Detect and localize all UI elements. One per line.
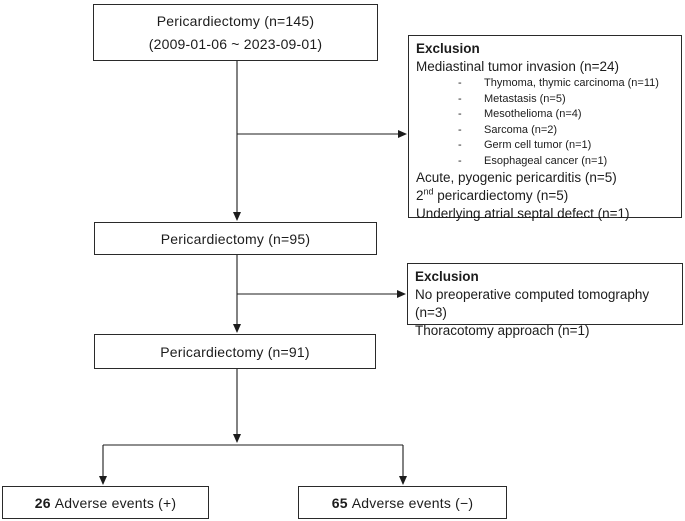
ordinal-base: 2 (416, 188, 424, 203)
box-exclusion-2: Exclusion No preoperative computed tomog… (407, 263, 683, 338)
dash-bullet: - (458, 77, 462, 89)
dash-bullet: - (458, 92, 462, 105)
adverse-positive-count: 26 (34, 494, 51, 511)
adverse-negative-count: 65 (331, 494, 348, 511)
exclusion-1-pericarditis: Acute, pyogenic pericarditis (n=5) (416, 170, 617, 185)
box-pericardiectomy-145: Pericardiectomy (n=145) (2009-01-06 ~ 20… (93, 4, 378, 61)
exclusion-1-subitem-esophageal: - Esophageal cancer (n=1) (416, 154, 675, 170)
exclusion-1-atrial-septal: Underlying atrial septal defect (n=1) (416, 206, 630, 221)
exclusion-1-subitem-germ-cell: - Germ cell tumor (n=1) (416, 138, 675, 154)
exclusion-1-title: Exclusion (416, 41, 480, 56)
box-pericardiectomy-91: Pericardiectomy (n=91) (94, 334, 376, 369)
exclusion-1-subitem-mesothelioma: - Mesothelioma (n=4) (416, 107, 675, 123)
cohort-145-label: Pericardiectomy (n=145) (156, 12, 315, 29)
adverse-negative-text: Adverse events (−) (351, 494, 474, 511)
box-exclusion-1: Exclusion Mediastinal tumor invasion (n=… (408, 35, 682, 221)
exclusion-2-thoracotomy: Thoracotomy approach (n=1) (415, 323, 590, 338)
subitem-label: Mesothelioma (n=4) (484, 108, 582, 120)
cohort-145-date-range: (2009-01-06 ~ 2023-09-01) (148, 36, 323, 53)
exclusion-1-subitem-metastasis: - Metastasis (n=5) (416, 92, 675, 108)
exclusion-1-subitem-thymoma: - Thymoma, thymic carcinoma (n=11) (416, 76, 675, 92)
box-pericardiectomy-95: Pericardiectomy (n=95) (94, 222, 377, 255)
exclusion-1-second-pericardiectomy: 2nd pericardiectomy (n=5) (416, 187, 675, 205)
dash-bullet: - (458, 139, 462, 151)
subitem-label: Thymoma, thymic carcinoma (n=11) (484, 77, 659, 89)
exclusion-2-no-ct: No preoperative computed tomography (n=3… (415, 287, 650, 320)
line-rest: pericardiectomy (n=5) (433, 188, 569, 203)
ordinal-suffix: nd (423, 186, 434, 197)
subitem-label: Germ cell tumor (n=1) (484, 139, 592, 151)
cohort-91-label: Pericardiectomy (n=91) (160, 343, 310, 360)
exclusion-1-subitem-sarcoma: - Sarcoma (n=2) (416, 123, 675, 139)
adverse-positive-text: Adverse events (+) (54, 494, 177, 511)
dash-bullet: - (458, 108, 462, 120)
exclusion-2-title: Exclusion (415, 269, 479, 284)
dash-bullet: - (458, 123, 462, 136)
exclusion-1-mediastinal: Mediastinal tumor invasion (n=24) (416, 59, 619, 74)
subitem-label: Esophageal cancer (n=1) (484, 154, 608, 167)
subitem-label: Metastasis (n=5) (484, 92, 566, 105)
subitem-label: Sarcoma (n=2) (484, 123, 558, 136)
cohort-95-label: Pericardiectomy (n=95) (160, 230, 311, 247)
dash-bullet: - (458, 154, 462, 167)
